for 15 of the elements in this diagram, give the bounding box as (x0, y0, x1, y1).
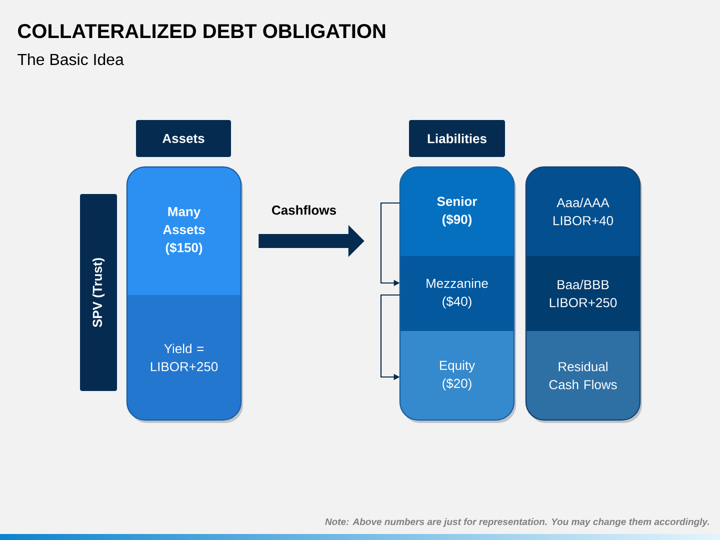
title: COLLATERALIZED DEBT OBLIGATION (18, 24, 386, 38)
side-band: SPV (Trust) (80, 194, 117, 391)
header-tab: Assets (136, 120, 231, 157)
panel-section: Equity ($20) (400, 331, 514, 420)
panel-section: Senior ($90) (400, 168, 514, 256)
panel-section: Residual Cash Flows (526, 331, 640, 420)
header-tab: Liabilities (409, 120, 505, 157)
panel-section: Yield = LIBOR+250 (128, 295, 240, 420)
panel-section: Aaa/AAA LIBOR+40 (526, 168, 640, 256)
panel-section: Mezzanine ($40) (400, 256, 514, 331)
footnote: Note: Above numbers are just for representation. You may change them accordingly. (325, 518, 709, 527)
edge-label: Cashflows (270, 204, 338, 216)
subtitle: The Basic Idea (18, 53, 124, 66)
panel-section: Many Assets ($150) (128, 168, 240, 295)
panel-section: Baa/BBB LIBOR+250 (526, 256, 640, 331)
